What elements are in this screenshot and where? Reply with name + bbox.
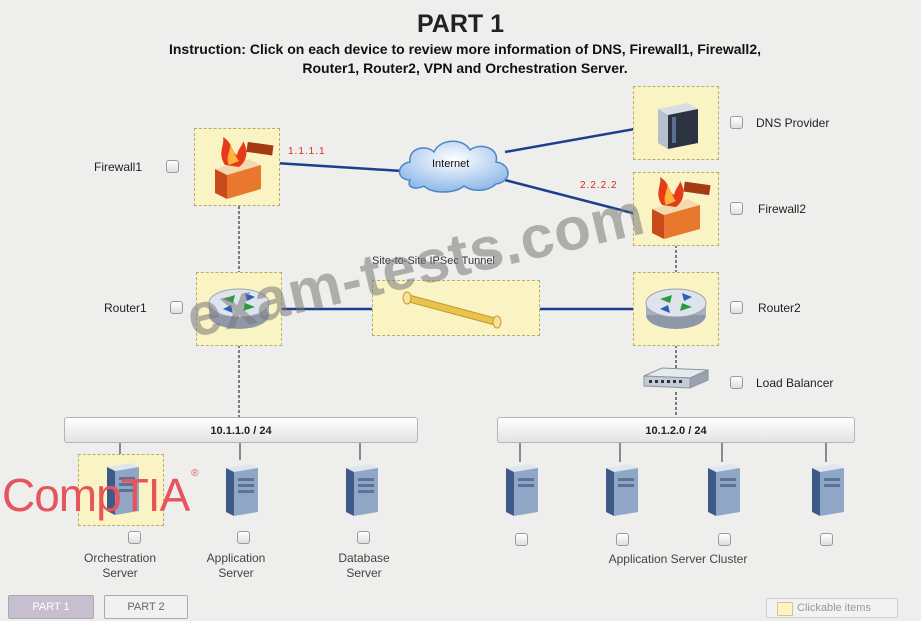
database-server-checkbox[interactable] (357, 531, 370, 544)
link-firewall1-internet (274, 161, 403, 173)
cluster-label: Application Server Cluster (608, 552, 748, 566)
internet-label: Internet (432, 158, 470, 170)
load-balancer-checkbox[interactable] (730, 376, 743, 389)
vpn-tunnel[interactable] (372, 280, 540, 336)
server-icon (812, 464, 844, 516)
firewall1-checkbox[interactable] (166, 160, 179, 173)
router1-checkbox[interactable] (170, 301, 183, 314)
application-server-device (208, 458, 272, 522)
firewall-icon (215, 137, 274, 199)
tunnel-icon (402, 291, 502, 329)
cluster-server-2 (588, 458, 652, 522)
application-server-label: Application Server (206, 551, 266, 580)
firewall-icon (652, 177, 711, 239)
server-icon (346, 464, 378, 516)
link-internet-firewall2 (504, 178, 641, 217)
server-icon (606, 464, 638, 516)
server-icon (506, 464, 538, 516)
server-icon (226, 464, 258, 516)
router2-device[interactable] (633, 272, 719, 346)
cluster-server-3-checkbox[interactable] (718, 533, 731, 546)
orchestration-server-device[interactable] (78, 454, 164, 526)
server-icon (107, 463, 139, 515)
tab-part1[interactable]: PART 1 (8, 595, 94, 619)
cluster-server-3 (690, 458, 754, 522)
page-title: PART 1 (416, 10, 505, 38)
firewall1-device[interactable] (194, 128, 280, 206)
internet-cloud: Internet (392, 134, 516, 196)
firewall2-ip: 2.2.2.2 (580, 180, 618, 191)
firewall1-label: Firewall1 (94, 160, 143, 174)
cluster-server-4 (794, 458, 858, 522)
router1-label: Router1 (104, 301, 147, 315)
load-balancer-label: Load Balancer (756, 376, 834, 390)
cluster-server-4-checkbox[interactable] (820, 533, 833, 546)
orchestration-server-checkbox[interactable] (128, 531, 141, 544)
clickable-items-legend: Clickable items (766, 598, 898, 618)
cloud-icon (398, 140, 509, 193)
comptia-logo: CompTIA® (2, 468, 199, 521)
instructions: Instruction: Click on each device to rev… (70, 40, 860, 78)
switch-icon (643, 367, 709, 389)
instruction-line-1: Instruction: Click on each device to rev… (168, 41, 762, 57)
firewall2-device[interactable] (633, 172, 719, 246)
legend-swatch (777, 602, 793, 616)
server-icon (708, 464, 740, 516)
database-server-device (328, 458, 392, 522)
subnet-right: 10.1.2.0 / 24 (497, 417, 855, 443)
tunnel-label: Site-to-Site IPSec Tunnel (372, 255, 495, 267)
tab-part2[interactable]: PART 2 (104, 595, 188, 619)
cluster-server-2-checkbox[interactable] (616, 533, 629, 546)
dns-provider-device[interactable] (633, 86, 719, 160)
instruction-line-2: Router1, Router2, VPN and Orchestration … (302, 60, 628, 76)
router-icon (208, 288, 270, 329)
cluster-server-1 (488, 458, 552, 522)
dns-provider-checkbox[interactable] (730, 116, 743, 129)
firewall2-checkbox[interactable] (730, 202, 743, 215)
router-icon (645, 288, 707, 329)
link-internet-dns (504, 126, 641, 154)
database-server-label: Database Server (338, 551, 390, 580)
load-balancer-device (640, 364, 710, 394)
router2-checkbox[interactable] (730, 301, 743, 314)
router1-device[interactable] (196, 272, 282, 346)
firewall2-label: Firewall2 (758, 202, 807, 216)
cluster-server-1-checkbox[interactable] (515, 533, 528, 546)
application-server-checkbox[interactable] (237, 531, 250, 544)
firewall1-ip: 1.1.1.1 (288, 146, 326, 157)
dns-provider-label: DNS Provider (756, 116, 830, 130)
subnet-left: 10.1.1.0 / 24 (64, 417, 418, 443)
orchestration-server-label: Orchestration Server (83, 551, 157, 580)
router2-label: Router2 (758, 301, 801, 315)
server-icon (658, 103, 698, 149)
